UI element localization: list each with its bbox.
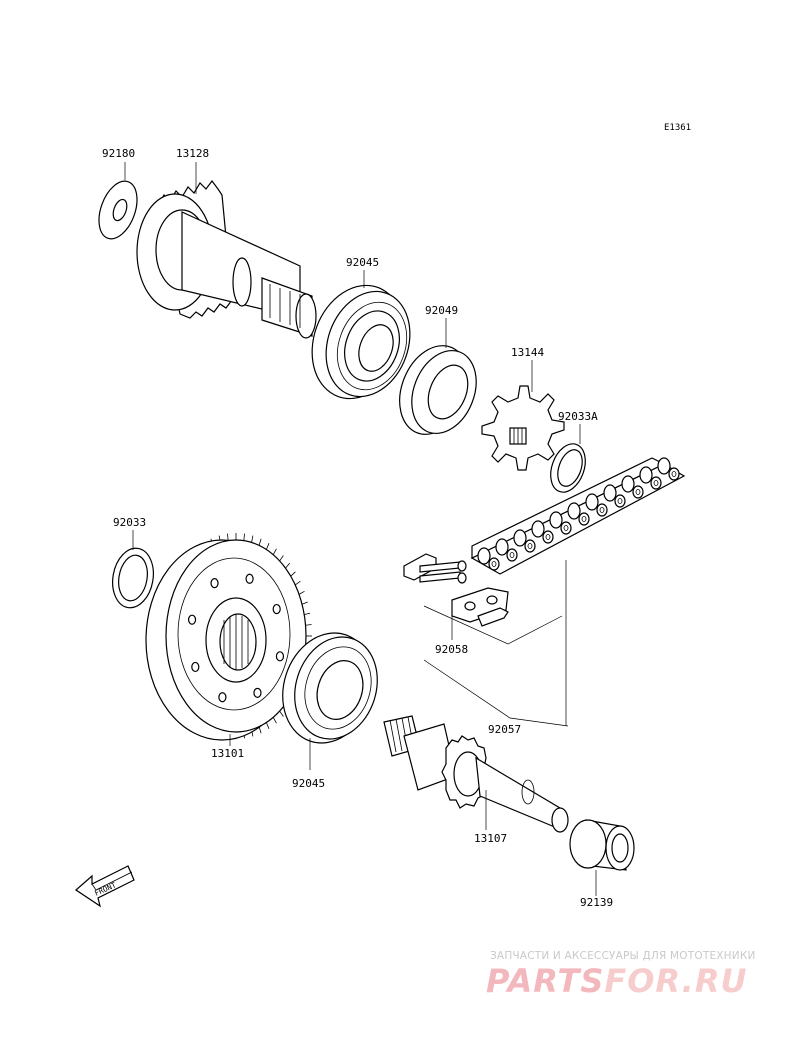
- part-label-92045-upper: 92045: [346, 256, 379, 269]
- washer-92180[interactable]: [92, 176, 144, 244]
- gear-shaft-13128[interactable]: [136, 180, 317, 339]
- master-link-92058[interactable]: [403, 553, 509, 627]
- circlip-92033a[interactable]: [544, 439, 591, 497]
- leader-lines: [124, 162, 597, 896]
- part-label-92139: 92139: [580, 896, 613, 909]
- drive-chain[interactable]: [470, 457, 686, 575]
- large-gear-13101[interactable]: [145, 533, 312, 741]
- watermark-logo-part2: FOR.RU: [604, 962, 748, 1000]
- front-arrow-icon: FRONT: [75, 865, 135, 908]
- ball-bearing-92045-lower[interactable]: [269, 621, 390, 755]
- ball-bearing-92045-upper[interactable]: [297, 272, 424, 411]
- diagram-code: E1361: [664, 123, 691, 133]
- needle-bearing-92139[interactable]: [569, 819, 635, 871]
- sprocket-13144[interactable]: [481, 385, 565, 471]
- part-label-13128: 13128: [176, 147, 209, 160]
- watermark-logo-part1: PARTS: [486, 962, 605, 1000]
- output-shaft-13107[interactable]: [383, 715, 569, 833]
- part-label-92033: 92033: [113, 516, 146, 529]
- part-label-92057: 92057: [488, 723, 521, 736]
- watermark-caption: ЗАПЧАСТИ И АКСЕССУАРЫ ДЛЯ МОТОТЕХНИКИ: [490, 950, 756, 962]
- watermark-logo: PARTSFOR.RU: [486, 962, 747, 1000]
- part-label-92049: 92049: [425, 304, 458, 317]
- part-label-13107: 13107: [474, 832, 507, 845]
- part-label-13144: 13144: [511, 346, 544, 359]
- part-label-92033a: 92033A: [558, 410, 598, 423]
- part-label-92180: 92180: [102, 147, 135, 160]
- oil-seal-92049[interactable]: [387, 335, 488, 444]
- part-label-92045-lower: 92045: [292, 777, 325, 790]
- circlip-92033[interactable]: [108, 545, 158, 611]
- part-label-13101: 13101: [211, 747, 244, 760]
- part-label-92058: 92058: [435, 643, 468, 656]
